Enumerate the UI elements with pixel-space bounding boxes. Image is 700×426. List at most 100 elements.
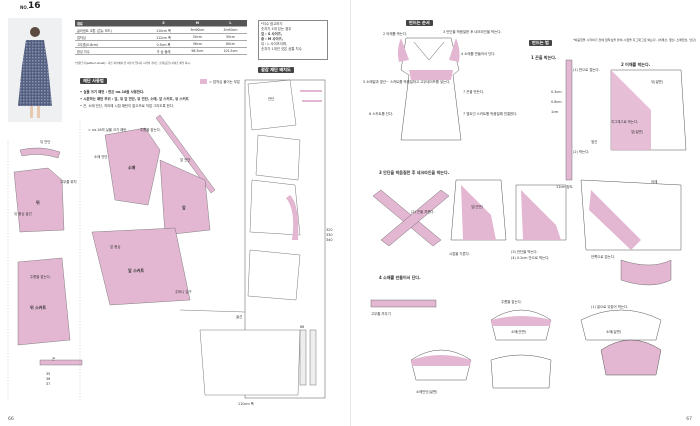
measure-label: 1cm <box>551 110 559 114</box>
left-page: NO. 16 재료 S M L 글리센트 코튼 (콘뉴 보드) 110cm 폭 … <box>7 1 333 422</box>
table-cell: 60cm <box>213 40 247 48</box>
back-label: 뒤(겉면) <box>651 80 664 84</box>
step-line: • 시분하는 패턴 부위 : 앞, 뒤 앞 안단, 뒤 안단, 소매, 앞 스커… <box>80 97 189 101</box>
measure-label: 0.3cm <box>551 90 562 94</box>
order-item: 7 끈을 만든다. <box>463 90 484 94</box>
small-note: = no.16의 실물 크기 패턴 <box>88 128 127 132</box>
table-cell: L <box>213 20 247 27</box>
fold-in-label: 안쪽으로 접는다. <box>591 255 615 259</box>
layout-tag: 겉감 재단 배치도 <box>258 67 294 73</box>
gather-label: 주름을 잡는다. <box>501 300 522 304</box>
back-skirt-label: 뒤 스커트 <box>30 305 47 310</box>
tie-note: *박음질을 시작하기 전에 접착심을 붙여 시접을 지그재그로 박는다. (어깨… <box>573 38 697 42</box>
front-skirt-label: 앞 스커트 <box>128 268 145 273</box>
front-label: 앞 <box>182 205 186 210</box>
table-cell: 112cm 폭 <box>146 33 181 41</box>
dress-model-illustration <box>8 18 62 122</box>
table-row: 접착심 112cm 폭 50cm 50cm <box>75 33 247 41</box>
order-item: 3 안단을 박음질한 후 네크라인을 박는다. <box>443 30 502 34</box>
measure-label: 11cm 정도 <box>556 185 573 189</box>
note-line: 뒤 : L 사이즈이며, <box>261 42 288 46</box>
how-to-tag: 만드는 법 <box>529 40 552 46</box>
table-cell: 가 슴 둘레 <box>146 47 181 55</box>
order-item: 7 옆트인 스커트를 박음질해 연결한다. <box>463 112 518 116</box>
table-cell: 글리센트 코튼 (콘뉴 보드) <box>75 26 147 34</box>
pattern-drafting <box>7 79 326 400</box>
note-box: *치수 참고하기 숫자가 3개 있는 경우 앞 : S 사이즈, 중 : M 사… <box>258 20 328 60</box>
size-note: *실물크기(pattern sheet) : 다른 치수에서 전 치수가 입니다… <box>75 62 191 65</box>
table-cell: 접착심 <box>75 33 147 41</box>
sleeve-wrong-label: 소매(안면) <box>511 330 527 334</box>
topstitch-label: (1) 겉으로 뒤집어 박는다. <box>591 305 629 309</box>
step-2-title: 2 어깨를 박는다. <box>621 62 651 67</box>
order-item: 4 소매를 만들어서 단다. <box>461 52 496 56</box>
measure-label: 0.8cm <box>551 100 562 104</box>
step-4-title: 4 소매를 만들어서 단다. <box>379 275 421 280</box>
note-line: 앞 : S 사이즈, <box>261 32 283 36</box>
table-row: 완성 치수 가 슴 둘레 98.5cm 101.5cm <box>75 47 247 55</box>
step-line: • 실물 크기 패턴 : 면은 no.16을 사용한다. <box>80 90 145 94</box>
tie-label: 끈 <box>52 357 56 361</box>
table-cell: 101.5cm <box>213 47 247 55</box>
length-label: 340 <box>326 238 333 242</box>
back-facing-label: 뒤 안단 <box>40 140 51 144</box>
note-line: 숫자가 1개인 것은 공통 치수 <box>261 47 302 51</box>
step-1-title: 1 끈을 박는다. <box>531 55 557 60</box>
table-row: 고무줄(0.8cm) 0.5cm 폭 56cm 60cm <box>75 40 247 48</box>
sleeve-facing-label: 소매안단(겉면) <box>416 390 438 394</box>
pattern-number: 16 <box>28 1 41 11</box>
table-cell: 재료 <box>75 20 147 27</box>
back-center-label: 뒤 중심 골선 <box>14 212 32 216</box>
press-label: 시접을 가른다. <box>449 252 470 256</box>
shoulder-label: 어깨 <box>651 180 658 184</box>
dim-label: 37 <box>46 382 51 386</box>
back-label: 뒤 <box>36 200 40 205</box>
table-cell: S <box>146 20 181 27</box>
page-number-left: 66 <box>8 417 14 422</box>
table-cell: 0.5cm 폭 <box>146 40 181 48</box>
note-4: (4) 0.2cm 안으로 박는다. <box>511 256 550 260</box>
cut-label: (2) 끈을 끼운다. <box>411 210 435 214</box>
table-cell: 50cm <box>180 33 214 41</box>
size-table-header: 재료 S M L <box>75 20 247 27</box>
table-cell: M <box>180 20 214 27</box>
table-cell: 3m90cm <box>180 26 214 34</box>
pocket-label: 주머니 입구 <box>175 290 192 294</box>
front-wrong-label: 앞(안면) <box>471 205 484 209</box>
stitch-label: (2) 박는다. <box>573 150 590 154</box>
step-line: • 끈, 소매 안단, 허리에 시접 패턴이 없으므로 직접 그리도록 한다. <box>80 104 174 108</box>
fold-label: (1) 반으로 접는다. <box>573 68 600 72</box>
dim-label: 66 <box>300 325 305 329</box>
elastic-label: 고무줄 위치 <box>60 180 77 184</box>
length-label: 320 <box>326 228 333 232</box>
page-number-right: 67 <box>686 417 692 422</box>
selvage-label: 안단 <box>268 97 275 101</box>
table-cell: 56cm <box>180 40 214 48</box>
note-line: 숫자가 3개 있는 경우 <box>261 27 292 31</box>
note-line: *치수 참고하기 <box>261 22 283 26</box>
model-photo <box>8 18 62 122</box>
size-table: 재료 S M L 글리센트 코튼 (콘뉴 보드) 110cm 폭 3m90cm … <box>75 20 247 55</box>
armhole-label: 주름을 잡는다. <box>140 128 161 132</box>
order-item: 2 어깨를 박는다. <box>383 32 408 36</box>
fold-label: 골선 <box>236 315 243 319</box>
table-cell: 50cm <box>213 33 247 41</box>
pink-swatch <box>200 79 207 84</box>
dim-label: 35 <box>46 372 51 376</box>
table-cell: 98.5cm <box>180 47 214 55</box>
right-page: 만드는 순서 만드는 법 2 어깨를 박는다. 3 안단을 박음질한 후 네크라… <box>350 0 700 426</box>
front-right-label: 앞(겉면) <box>631 130 644 134</box>
sleeve-label: 소매 <box>128 165 136 170</box>
sleeve-facing-label: 소매 안단 <box>94 155 108 159</box>
pink-legend: = 접착심 붙이는 부분 <box>209 80 241 84</box>
step-3-title: 3 안단을 박음질한 후 네크라인을 박는다. <box>379 170 450 175</box>
front-center-label: 앞 중심 <box>110 245 121 249</box>
sewing-order-tag: 만드는 순서 <box>406 20 433 26</box>
width-label: 110cm 폭 <box>238 402 254 406</box>
zigzag-label: 지그재그로 박는다. <box>611 120 639 124</box>
table-cell: 110cm 폭 <box>146 26 181 34</box>
note-3: (3) 안단을 박는다. <box>511 250 538 254</box>
table-row: 글리센트 코튼 (콘뉴 보드) 110cm 폭 3m90cm 3m90cm <box>75 26 247 34</box>
dim-label: 36 <box>46 377 51 381</box>
order-item: 5 소매밑과 옆선~ 스커트를 박음질하고 고무테이프를 넣는다. <box>363 80 451 84</box>
